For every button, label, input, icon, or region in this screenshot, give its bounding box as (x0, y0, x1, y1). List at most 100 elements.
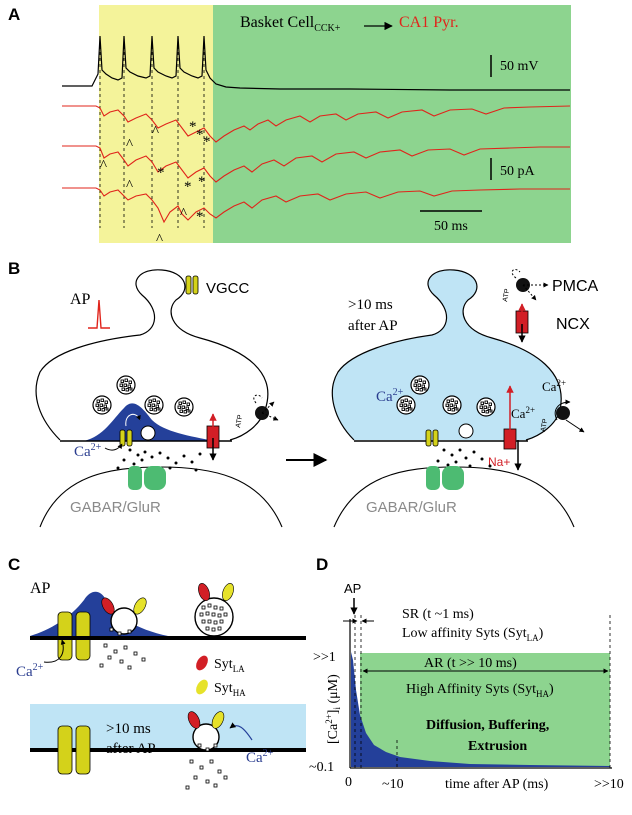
ca-text: Ca (246, 750, 263, 766)
panel-a: A Basket CellCCK+ CA1 Pyr. ^ ^ ^ ^ ^ ^ * (8, 5, 571, 248)
ca-superscript: 2+ (263, 748, 274, 759)
ca-superscript: 2+ (556, 378, 566, 388)
caret-marker: ^ (126, 137, 133, 153)
low-affinity-label: Low affinity Syts (SytLA) (402, 626, 544, 643)
caret-marker: ^ (126, 178, 133, 194)
vgcc-channel-left (119, 429, 133, 447)
reserve-vesicle-contents (199, 603, 228, 632)
panel-c-label: C (8, 555, 20, 574)
x-tick-far: >>10 (594, 777, 624, 792)
syt-la-sensor-c (101, 597, 115, 615)
title-basket-cell: Basket Cell (240, 14, 315, 31)
pmca-arrow (253, 394, 263, 404)
ca-superscript: 2+ (393, 387, 404, 398)
ncx-label: NCX (556, 316, 590, 333)
post-train-period (213, 5, 571, 243)
syt-subscript: HA (233, 688, 246, 698)
ap-waveform-icon (88, 299, 110, 329)
syt-text: Syt (214, 657, 233, 672)
ap-label-b: AP (70, 291, 91, 308)
current-trace-1 (62, 105, 571, 143)
fusing-vesicle-right (458, 423, 474, 439)
panel-d: D AP SR (t ~1 ms) Low affinity Syts (Syt… (309, 555, 624, 792)
star-marker: * (157, 165, 165, 181)
released-transmitter-c (99, 627, 146, 670)
processes-label-2: Extrusion (468, 739, 527, 754)
ca-text: Ca (74, 444, 91, 460)
low-affinity-text: Low affinity Syts (Syt (402, 626, 527, 641)
caret-marker: ^ (156, 232, 163, 248)
syt-la-sensor-c-bottom (187, 711, 201, 729)
receptor-label-left: GABAR/GluR (70, 499, 161, 516)
vgcc-channel-right (425, 429, 439, 447)
panel-d-label: D (316, 555, 328, 574)
current-trace-3 (62, 187, 570, 224)
ca-label-pmca: Ca2+ (542, 378, 566, 394)
pmca-label: PMCA (552, 278, 599, 295)
syt-la-legend-icon (196, 655, 208, 671)
pmca-legend-arrow (522, 284, 537, 301)
ylabel-superscript: 2+ (324, 714, 334, 724)
ca-superscript: 2+ (525, 405, 535, 415)
x-tick-zero: 0 (345, 775, 352, 790)
pmca-legend-arrow (511, 269, 521, 279)
ca-label-b-left: Ca2+ (74, 442, 102, 460)
caret-marker: ^ (180, 206, 187, 222)
low-affinity-subscript: LA (527, 633, 539, 643)
ca-entry-arrow (104, 443, 123, 451)
ca-influx-arrow (125, 413, 141, 427)
pmca-arrow-right (554, 399, 571, 421)
syt-ha-sensor-reserve (222, 583, 234, 601)
ca-text: Ca (376, 389, 393, 405)
ap-label-c: AP (30, 580, 51, 597)
ylabel-text: [Ca (326, 723, 341, 744)
y-tick-high: >>1 (313, 650, 336, 665)
released-transmitter-c-bottom (185, 743, 228, 790)
pmca-pump-right (556, 406, 570, 420)
after-ap-label-2: after AP (348, 318, 398, 334)
event-markers: ^ ^ ^ ^ ^ ^ * * * * * * * (100, 119, 211, 248)
ca-entry-arrow-c (43, 639, 66, 663)
receptor-left (128, 466, 166, 490)
caret-marker: ^ (152, 124, 159, 140)
panel-a-label: A (8, 5, 20, 24)
ca-superscript: 2+ (33, 662, 44, 673)
fusing-vesicle-c (110, 607, 138, 635)
time-scale-label: 50 ms (434, 219, 468, 234)
current-scale-label: 50 pA (500, 164, 536, 179)
ap-label-d: AP (344, 581, 361, 596)
pmca-arrow (261, 401, 275, 414)
calcium-decay-curve (351, 652, 610, 767)
processes-label-1: Diffusion, Buffering, (426, 718, 549, 733)
syt-ha-legend-icon (196, 679, 208, 695)
ca-microdomain-left (84, 403, 214, 441)
ca-label-c-top: Ca2+ (16, 662, 44, 680)
after-label-c-2: after AP (106, 741, 156, 757)
ca-microdomain-c (30, 591, 168, 636)
neurotransmitter-dots-right (428, 448, 492, 470)
receptor-label-right: GABAR/GluR (366, 499, 457, 516)
bouton-left (35, 269, 269, 441)
after-label-c-1: >10 ms (106, 721, 151, 737)
star-marker: * (196, 127, 204, 143)
voltage-trace (62, 35, 570, 91)
caret-marker: ^ (100, 158, 107, 174)
y-tick-low: ~0.1 (309, 760, 334, 775)
title-subscript: CCK+ (314, 23, 341, 34)
ca-text: Ca (16, 664, 33, 680)
reference-lines (354, 615, 611, 768)
title-target: CA1 Pyr. (399, 14, 459, 31)
panel-b: B AP VGCC Ca2+ (8, 259, 599, 528)
ca-binding-arrow (229, 722, 253, 741)
ap-train-period (99, 5, 213, 243)
ca-label-b-right: Ca2+ (376, 387, 404, 405)
vgcc-channel-c-bottom (57, 725, 91, 775)
vgcc-legend-icon (185, 275, 199, 295)
star-marker: * (198, 174, 206, 190)
ca-label-ncx: Ca2+ (511, 405, 535, 421)
bouton-right (331, 269, 562, 441)
receptor-right (426, 466, 464, 490)
panel-b-label: B (8, 259, 20, 278)
atp-label: ATP (540, 418, 549, 432)
